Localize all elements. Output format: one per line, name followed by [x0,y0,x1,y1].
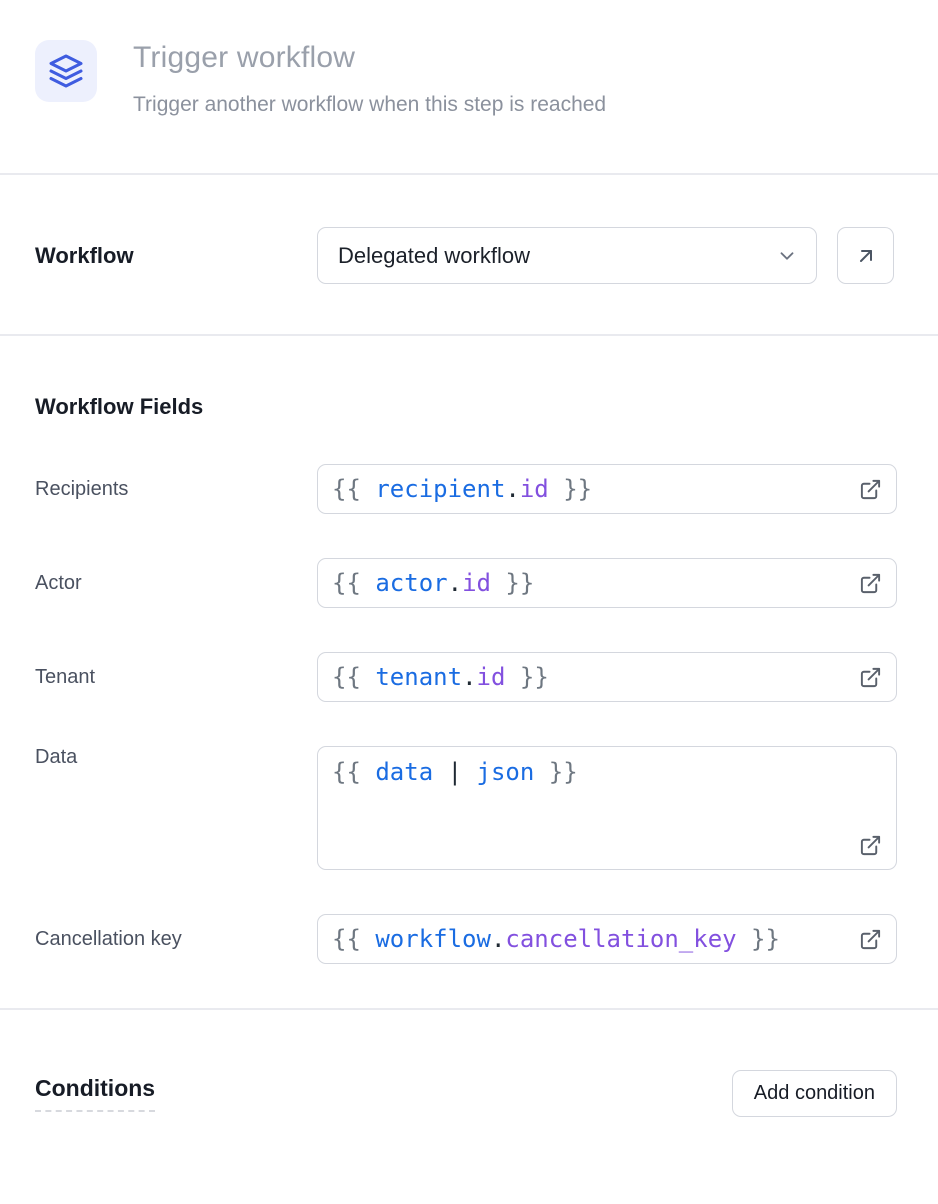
field-code: {{ recipient.id }} [332,475,593,504]
field-row: Cancellation key {{ workflow.cancellatio… [35,914,897,965]
external-link-icon [860,929,881,949]
field-input[interactable]: {{ actor.id }} [317,558,897,609]
workflow-fields-rows: Recipients {{ recipient.id }} Actor {{ a… [35,464,897,965]
field-input[interactable]: {{ data | json }} [317,746,897,871]
field-label: Actor [35,571,82,594]
field-label: Tenant [35,665,96,688]
field-label: Data [35,746,78,769]
field-code: {{ data | json }} [332,758,578,787]
workflow-fields-heading: Workflow Fields [35,394,204,420]
divider [0,1008,938,1011]
open-editor-button[interactable] [859,834,882,857]
divider [0,173,938,176]
arrow-up-right-icon [859,249,872,262]
field-code: {{ actor.id }} [332,569,535,598]
external-link-icon [860,836,881,856]
external-link-icon [860,573,881,593]
divider [0,334,938,337]
external-link-icon [860,667,881,687]
step-header: Trigger workflow Trigger another workflo… [35,40,897,117]
workflow-select-value: Delegated workflow [338,242,530,268]
open-editor-button[interactable] [859,572,882,595]
field-row: Recipients {{ recipient.id }} [35,464,897,515]
field-row: Tenant {{ tenant.id }} [35,652,897,703]
workflow-fields-section: Workflow Fields Recipients {{ recipient.… [35,336,897,965]
open-editor-button[interactable] [859,478,882,501]
open-editor-button[interactable] [859,666,882,689]
field-code: {{ workflow.cancellation_key }} [332,925,780,954]
workflow-select[interactable]: Delegated workflow [317,227,817,285]
field-row: Actor {{ actor.id }} [35,558,897,609]
chevron-down-icon [780,252,794,260]
open-editor-button[interactable] [859,928,882,951]
field-label: Cancellation key [35,927,182,950]
add-condition-button[interactable]: Add condition [731,1070,897,1118]
step-icon-box [35,40,97,102]
layers-icon [49,54,83,88]
field-input[interactable]: {{ recipient.id }} [317,464,897,515]
field-row: Data {{ data | json }} [35,746,897,871]
open-workflow-button[interactable] [837,227,894,285]
field-input[interactable]: {{ tenant.id }} [317,652,897,703]
workflow-select-row: Workflow Delegated workflow [35,175,897,334]
conditions-heading[interactable]: Conditions [35,1075,156,1113]
external-link-icon [860,479,881,499]
step-header-text: Trigger workflow Trigger another workflo… [133,40,606,117]
workflow-label: Workflow [35,242,134,268]
field-label: Recipients [35,477,129,500]
page-subtitle: Trigger another workflow when this step … [133,93,607,116]
page-title: Trigger workflow [133,41,356,74]
conditions-section: Conditions Add condition [35,1010,897,1118]
field-code: {{ tenant.id }} [332,663,549,692]
field-input[interactable]: {{ workflow.cancellation_key }} [317,914,897,965]
